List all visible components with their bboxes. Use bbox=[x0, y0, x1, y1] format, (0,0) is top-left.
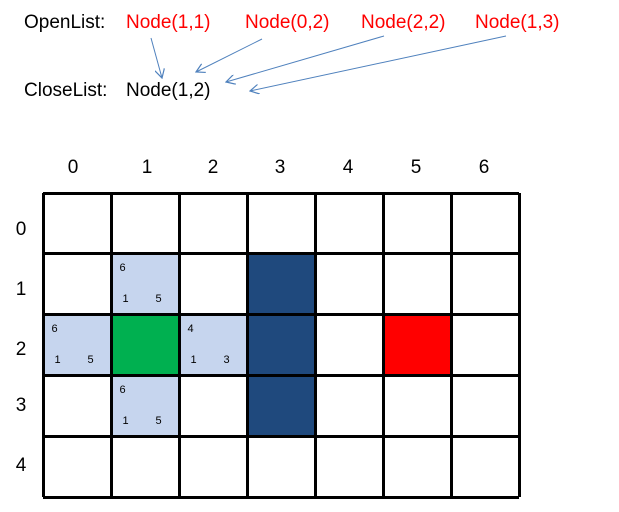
grid-cell-4-2 bbox=[316, 316, 382, 374]
row-label-4: 4 bbox=[15, 455, 27, 476]
grid-cell-4-4 bbox=[316, 437, 382, 496]
grid-line-horizontal bbox=[43, 191, 519, 195]
open-list-label: OpenList: bbox=[24, 12, 106, 33]
grid-cell-0-0 bbox=[44, 194, 110, 253]
grid-cell-4-0 bbox=[316, 194, 382, 253]
column-label-1: 1 bbox=[141, 157, 153, 178]
grid-cell-6-2 bbox=[452, 316, 518, 374]
grid-cell-5-3 bbox=[384, 376, 450, 435]
grid-line-horizontal bbox=[43, 495, 519, 499]
row-label-3: 3 bbox=[15, 395, 27, 416]
grid-cell-2-0 bbox=[180, 194, 246, 253]
g-score: 1 bbox=[190, 354, 197, 367]
f-score: 6 bbox=[119, 383, 126, 396]
grid-cell-6-0 bbox=[452, 194, 518, 253]
arrow-node-2-2 bbox=[226, 35, 385, 82]
g-score: 1 bbox=[122, 414, 129, 427]
column-label-2: 2 bbox=[207, 157, 219, 178]
grid-line-horizontal bbox=[43, 252, 519, 256]
open-list-node-0: Node(1,1) bbox=[126, 12, 211, 33]
arrow-node-1-1 bbox=[150, 37, 162, 78]
column-label-5: 5 bbox=[410, 157, 422, 178]
grid-cell-6-1 bbox=[452, 255, 518, 314]
grid-cell-3-4 bbox=[248, 437, 314, 496]
grid-cell-3-1 bbox=[248, 255, 314, 314]
grid-cell-5-0 bbox=[384, 194, 450, 253]
h-score: 5 bbox=[87, 354, 94, 367]
grid-line-horizontal bbox=[43, 373, 519, 377]
grid-cell-1-0 bbox=[112, 194, 178, 253]
grid-line-vertical bbox=[517, 193, 521, 497]
search-grid: 6 1 5 6 1 5 4 1 3 6 1 5 bbox=[41, 191, 521, 499]
grid-cell-1-1: 6 1 5 bbox=[112, 255, 178, 314]
column-label-6: 6 bbox=[478, 157, 490, 178]
grid-cell-3-0 bbox=[248, 194, 314, 253]
grid-cell-5-2 bbox=[384, 316, 450, 374]
grid-cell-2-1 bbox=[180, 255, 246, 314]
open-list-node-3: Node(1,3) bbox=[475, 12, 560, 33]
grid-cell-2-4 bbox=[180, 437, 246, 496]
grid-cell-4-3 bbox=[316, 376, 382, 435]
h-score: 5 bbox=[155, 414, 162, 427]
g-score: 1 bbox=[54, 354, 61, 367]
grid-cell-2-3 bbox=[180, 376, 246, 435]
grid-line-vertical bbox=[41, 193, 45, 497]
arrow-node-1-3 bbox=[250, 35, 507, 91]
f-score: 6 bbox=[119, 262, 126, 275]
grid-cell-0-3 bbox=[44, 376, 110, 435]
h-score: 3 bbox=[223, 354, 230, 367]
g-score: 1 bbox=[122, 293, 129, 306]
grid-cell-3-2 bbox=[248, 316, 314, 374]
open-list-node-2: Node(2,2) bbox=[361, 12, 446, 33]
grid-line-vertical bbox=[109, 193, 113, 497]
grid-cell-1-2 bbox=[112, 316, 178, 374]
grid-cell-5-4 bbox=[384, 437, 450, 496]
f-score: 4 bbox=[187, 323, 194, 336]
grid-cell-0-1 bbox=[44, 255, 110, 314]
grid-cell-0-4 bbox=[44, 437, 110, 496]
grid-cell-2-2: 4 1 3 bbox=[180, 316, 246, 374]
grid-line-vertical bbox=[313, 193, 317, 497]
grid-cell-6-3 bbox=[452, 376, 518, 435]
row-label-2: 2 bbox=[15, 339, 27, 360]
column-label-0: 0 bbox=[67, 157, 79, 178]
grid-line-vertical bbox=[381, 193, 385, 497]
close-list-label: CloseList: bbox=[24, 80, 108, 101]
grid-cell-6-4 bbox=[452, 437, 518, 496]
column-label-4: 4 bbox=[342, 157, 354, 178]
row-label-0: 0 bbox=[15, 219, 27, 240]
open-list-node-1: Node(0,2) bbox=[245, 12, 330, 33]
grid-line-vertical bbox=[177, 193, 181, 497]
close-list-node: Node(1,2) bbox=[126, 80, 211, 101]
grid-cell-1-4 bbox=[112, 437, 178, 496]
grid-cell-3-3 bbox=[248, 376, 314, 435]
row-label-1: 1 bbox=[15, 279, 27, 300]
grid-line-horizontal bbox=[43, 434, 519, 438]
grid-line-vertical bbox=[245, 193, 249, 497]
grid-cell-0-2: 6 1 5 bbox=[44, 316, 110, 374]
grid-cell-5-1 bbox=[384, 255, 450, 314]
f-score: 6 bbox=[51, 323, 58, 336]
grid-cell-4-1 bbox=[316, 255, 382, 314]
grid-line-horizontal bbox=[43, 313, 519, 317]
h-score: 5 bbox=[155, 293, 162, 306]
grid-cell-1-3: 6 1 5 bbox=[112, 376, 178, 435]
grid-line-vertical bbox=[449, 193, 453, 497]
column-label-3: 3 bbox=[274, 157, 286, 178]
arrow-node-0-2 bbox=[196, 38, 263, 72]
